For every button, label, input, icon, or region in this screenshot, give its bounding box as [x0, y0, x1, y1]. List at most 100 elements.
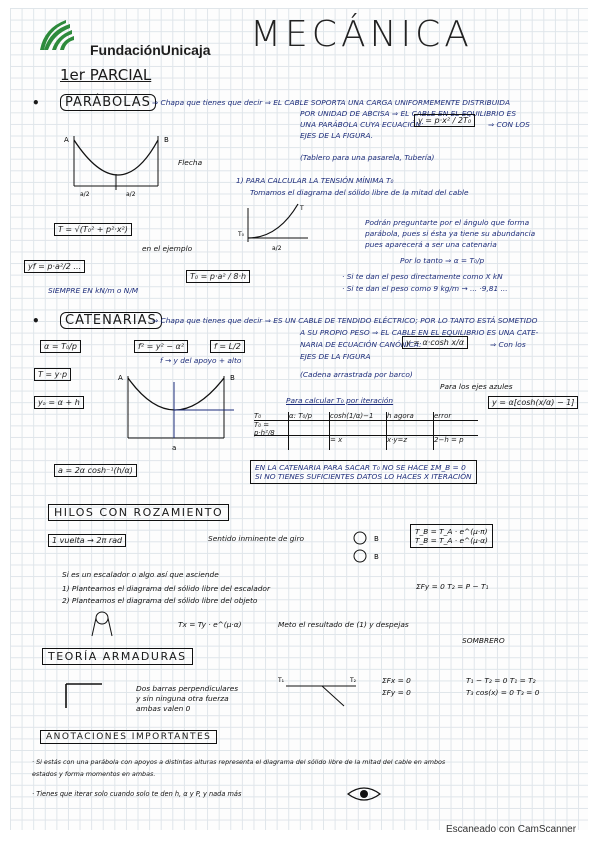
parabolas-label: PARÁBOLAS [60, 94, 156, 111]
armaduras-label: TEORÍA ARMADURAS [42, 648, 193, 665]
ejemplo-label: en el ejemplo [142, 244, 193, 253]
table-header: error [433, 412, 474, 420]
fx-equation: ΣFx = 0 [382, 676, 411, 685]
page-title: MECÁNICA [250, 14, 473, 55]
sombrero-note: SOMBRERO [462, 636, 505, 645]
svg-text:B: B [164, 136, 169, 144]
tension-equation: T = √(T₀² + p²·x²) [54, 223, 132, 236]
table-cell: = x [329, 436, 386, 450]
notebook-page: FundaciónUnicaja MECÁNICA 1er PARCIAL • … [10, 8, 588, 830]
catenarias-line-3: NARIA DE ECUACIÓN CANÓNICA: [300, 340, 422, 349]
table-cell [386, 421, 433, 435]
table-header: cosh(1/α)−1 [329, 412, 386, 420]
svg-text:B: B [230, 374, 235, 382]
svg-text:B: B [374, 553, 379, 561]
catenary-diagram: A B a [118, 374, 235, 452]
hilos-label: HILOS CON ROZAMIENTO [48, 504, 230, 521]
para-ejes: Para los ejes azules [440, 382, 513, 391]
parabolas-line-1: ⇒ Chapa que tienes que decir ⇒ EL CABLE … [152, 98, 511, 107]
pregunta-line-2: parábola, pues si ésta ya tiene su abund… [365, 229, 536, 238]
meto-note: Meto el resultado de (1) y despejas [278, 620, 409, 629]
pulley-small-icon [91, 611, 113, 637]
svg-text:a: a [172, 444, 176, 452]
catenarias-line-5: EJES DE LA FIGURA [300, 352, 371, 361]
parabola-equation: y = p·x² / 2T₀ [414, 114, 476, 127]
truss-result-1: T₁ − T₂ = 0 T₁ = T₂ [466, 676, 536, 685]
table-cell [288, 436, 329, 450]
tb-box: T_B = T_A · e^(μ·π) T_B = T_A · e^(μ·α) [410, 524, 493, 548]
svg-text:T₀: T₀ [237, 231, 245, 238]
table-cell [254, 436, 288, 450]
anotaciones-label: ANOTACIONES IMPORTANTES [40, 730, 218, 744]
sentido-label: Sentido inminente de giro [208, 534, 305, 543]
svg-text:T₁: T₁ [277, 677, 285, 684]
flecha-label: Flecha [178, 158, 203, 167]
catenarias-line-4: ⇒ Con los [490, 340, 526, 349]
si-line-1: · Si te dan el peso directamente como X … [342, 272, 503, 281]
warning-line-2: SI NO TIENES SUFICIENTES DATOS LO HACES … [255, 472, 472, 481]
table-cell: 2−h = p [433, 436, 474, 450]
parabolas-line-5: EJES DE LA FIGURA. [300, 131, 374, 140]
armadura-note-1: Dos barras perpendiculares [136, 684, 239, 693]
scanner-footer: Escaneado con CamScanner [446, 824, 577, 835]
parabolas-note: (Tablero para una pasarela, Tubería) [300, 153, 435, 162]
catenarias-line-1: ⇒ Chapa que tienes que decir ⇒ ES UN CAB… [152, 316, 538, 325]
armadura-note-3: ambas valen 0 [136, 704, 191, 713]
step-2: 2) Planteamos el diagrama del sólido lib… [62, 596, 258, 605]
eye-icon [346, 787, 382, 801]
a-equation: a = 2α cosh⁻¹(h/α) [54, 464, 137, 477]
parcial-heading: 1er PARCIAL [60, 66, 152, 84]
bullet: • [32, 96, 40, 110]
truss-node-diagram: T₁ T₂ [277, 677, 357, 707]
warning-line-1: EN LA CATENARIA PARA SACAR T₀ NO SE HACE… [255, 463, 466, 472]
bullet: • [32, 314, 40, 328]
svg-text:T₂: T₂ [349, 677, 357, 684]
table-header: α: T₀/p [288, 412, 329, 420]
f2-equation: f² = y² − α² [134, 340, 189, 353]
vuelta-equation: 1 vuelta → 2π rad [48, 534, 127, 547]
armadura-note-2: y sin ninguna otra fuerza [136, 694, 229, 703]
ya-equation: yₐ = α + h [34, 396, 84, 409]
parabola-calc-title: 1) PARA CALCULAR LA TENSIÓN MÍNIMA T₀ [236, 176, 394, 185]
parabolas-line-3: UNA PARÁBOLA CUYA ECUACIÓN: [300, 120, 424, 129]
pregunta-line-1: Podrán preguntarte por el ángulo que for… [365, 218, 530, 227]
svg-text:a/2: a/2 [80, 191, 90, 198]
svg-text:a/2: a/2 [126, 191, 136, 198]
anotacion-1: · Si estás con una parábola con apoyos a… [32, 758, 446, 766]
warning-box: EN LA CATENARIA PARA SACAR T₀ NO SE HACE… [250, 460, 477, 484]
y-blue-axes-equation: y = α[cosh(x/α) − 1] [488, 396, 579, 409]
tb-equation: T_B = T_A · e^(μ·π) [415, 527, 488, 536]
cadena-note: (Cadena arrastrada por barco) [300, 370, 413, 379]
anotacion-2: estados y forma momentos en ambas. [32, 770, 156, 778]
iteration-table: T₀ α: T₀/p cosh(1/α)−1 h agora error T₀ … [254, 412, 478, 450]
pulley-icon: BB [353, 531, 379, 563]
f-note: f → y del apoyo + alto [160, 356, 242, 365]
svg-text:T: T [299, 205, 304, 212]
table-cell: T₀ = p·h²/8 [254, 421, 275, 437]
catenarias-line-2: A SU PROPIO PESO ⇒ EL CABLE EN EL EQUILI… [300, 328, 539, 337]
table-cell [288, 421, 329, 435]
pregunta-line-4: Por lo tanto ⇒ α = T₀/p [400, 256, 485, 265]
parabolas-line-2: POR UNIDAD DE ABCISA ⇒ EL CABLE EN EL EQ… [300, 109, 517, 118]
parabolas-line-4: ⇒ CON LOS [488, 120, 530, 129]
pregunta-line-3: pues aparecerá a ser una catenaria [365, 240, 497, 249]
t-equation: T = y·p [34, 368, 72, 381]
f-equation: f = L/2 [210, 340, 245, 353]
truss-bar-diagram [65, 683, 102, 708]
unicaja-logo-icon [40, 20, 74, 50]
iteration-title: Para calcular T₀ por iteración [286, 396, 394, 405]
tx-equation: Tx = Ty · e^(μ·α) [178, 620, 242, 629]
siempre-note: SIEMPRE EN kN/m o N/M [48, 286, 139, 295]
svg-text:A: A [118, 374, 123, 382]
escalador-note: Si es un escalador o algo así que ascien… [62, 570, 219, 579]
table-row: T₀ = p·h²/8 [254, 421, 478, 437]
table-header: T₀ [254, 412, 262, 420]
catenaria-equation: y = α·cosh x/α [402, 336, 469, 349]
table-header: h agora [386, 412, 433, 420]
table-cell [433, 421, 474, 435]
step-1: 1) Planteamos el diagrama del sólido lib… [62, 584, 270, 593]
svg-text:a/2: a/2 [272, 245, 282, 252]
alpha-equation: α = T₀/p [40, 340, 81, 353]
anotacion-3: · Tienes que iterar solo cuando solo te … [32, 790, 242, 798]
